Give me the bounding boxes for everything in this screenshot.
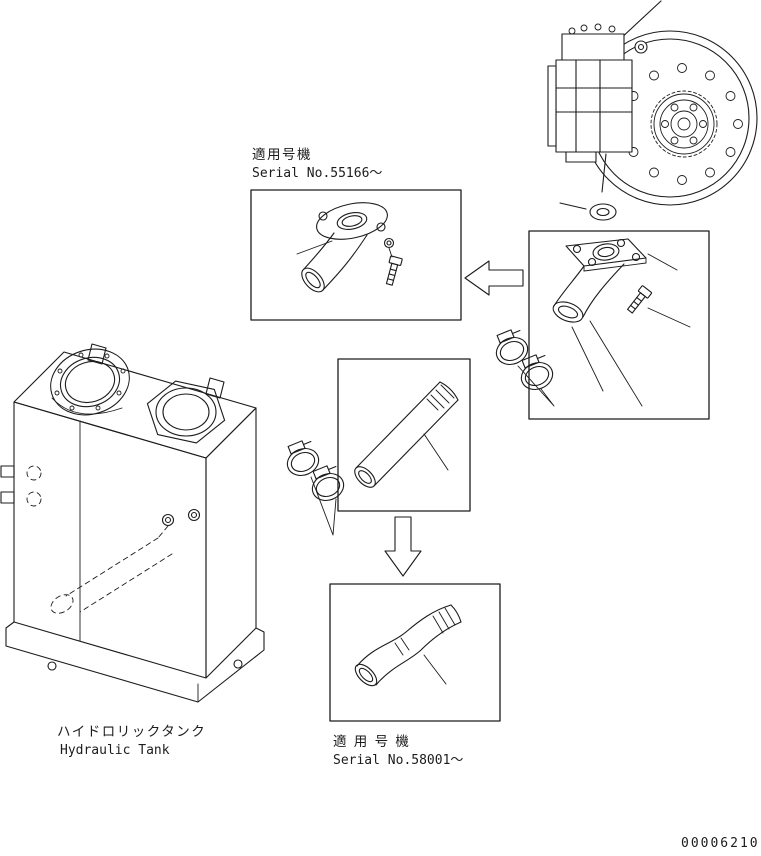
suction-flange-opening	[50, 348, 130, 416]
curved-hose-box-frame	[329, 583, 501, 722]
hub-gear	[650, 90, 718, 158]
tank-label-en: Hydraulic Tank	[60, 743, 170, 758]
serial-bottom-label-en: Serial No.58001～	[333, 753, 463, 768]
detail-box-55166-frame	[250, 189, 462, 321]
straight-suction-hose	[354, 381, 459, 488]
hose-opening-inner	[358, 667, 374, 683]
straight-hose-box	[337, 358, 471, 512]
hose-opening-inner	[358, 470, 372, 484]
flanged-suction-elbow-early	[301, 202, 388, 293]
detail-box-current-frame	[528, 230, 710, 420]
hydraulic-tank	[0, 343, 265, 703]
serial-top-label-en: Serial No.55166～	[252, 166, 382, 181]
front-boss	[161, 508, 201, 527]
flange-bolt-ticks	[54, 352, 126, 411]
straight-hose-box-frame	[337, 358, 471, 512]
hose-hatching	[426, 384, 455, 411]
elbow-tube-edge	[582, 263, 625, 318]
curved-hose-box	[329, 583, 501, 722]
curved-suction-hose	[354, 604, 462, 687]
o-ring-leader-1	[601, 153, 607, 193]
lifting-lug	[87, 343, 107, 365]
leader-line	[517, 365, 555, 407]
flange-bolt-hole	[572, 244, 582, 254]
hose-opening	[354, 663, 378, 687]
tank-front-face	[13, 401, 207, 679]
lifting-lug	[205, 377, 225, 399]
tank-base	[5, 621, 265, 703]
hose-clamp-3	[286, 440, 320, 477]
flywheel-bolt-holes	[621, 63, 743, 185]
o-ring-leader-2	[559, 202, 587, 210]
flange-opening	[592, 243, 620, 261]
mounting-bolt	[627, 285, 653, 314]
o-ring	[559, 153, 617, 221]
flange-bolt-hole	[587, 257, 597, 267]
tank-label-jp: ハイドロリックタンク	[57, 724, 206, 740]
pump-body	[547, 23, 648, 163]
leader-line	[647, 307, 691, 328]
flow-arrow-down	[384, 516, 422, 577]
flow-arrow-left	[464, 260, 524, 296]
leader-line	[423, 433, 449, 471]
leader-line	[423, 654, 447, 685]
elbow-opening-inner	[557, 305, 579, 319]
serial-top-label-jp: 適用号機	[252, 146, 312, 163]
flange-bolt-hole	[616, 238, 626, 248]
flange-bolt-hole	[376, 222, 386, 232]
detail-box-current	[528, 230, 710, 420]
flange-bolt-hole	[631, 252, 641, 262]
hose-clamp-4	[311, 465, 345, 502]
elbow-tube-edge	[322, 234, 368, 291]
drawing-number: 00006210	[681, 836, 760, 851]
pump-studs	[568, 23, 616, 35]
leader-line	[647, 253, 678, 271]
pump-port-center	[637, 43, 645, 51]
filler-cap-hex	[146, 380, 226, 444]
hose-clamp-2	[520, 354, 554, 391]
serial-bottom-label-jp: 適 用 号 機	[333, 733, 410, 750]
hose-hatching	[394, 607, 456, 656]
side-port	[0, 491, 15, 504]
side-port	[0, 465, 15, 478]
side-port-dashed	[26, 465, 42, 481]
hose-cut-end	[450, 604, 462, 623]
washer	[383, 237, 395, 249]
hydraulic-pump-assembly	[547, 0, 758, 221]
hose-cut-end	[439, 381, 459, 401]
leader-line	[296, 240, 333, 255]
elbow-opening	[301, 267, 325, 293]
elbow-tube-edge	[303, 232, 335, 270]
flanged-suction-elbow-current	[552, 238, 647, 323]
elbow-opening-inner	[305, 271, 321, 289]
elbow-opening	[552, 301, 584, 323]
flange-opening-inner	[597, 246, 615, 258]
side-port-dashed	[26, 491, 42, 507]
hose-opening	[354, 466, 376, 488]
detail-box-55166	[250, 189, 462, 321]
internal-pipe-dashed	[50, 525, 173, 614]
elbow-tube-edge	[553, 265, 585, 307]
tank-right-face	[205, 407, 257, 679]
flange-bolt-hole	[318, 211, 328, 221]
pump-callout-leader	[618, 0, 662, 41]
tank-foot-hole	[47, 661, 57, 671]
mounting-bolt	[385, 255, 403, 286]
tank-foot-hole	[233, 659, 243, 669]
hose-clamp-1	[495, 329, 529, 366]
leader-line	[589, 320, 643, 407]
leader-line	[310, 476, 337, 536]
leader-line	[571, 326, 604, 392]
